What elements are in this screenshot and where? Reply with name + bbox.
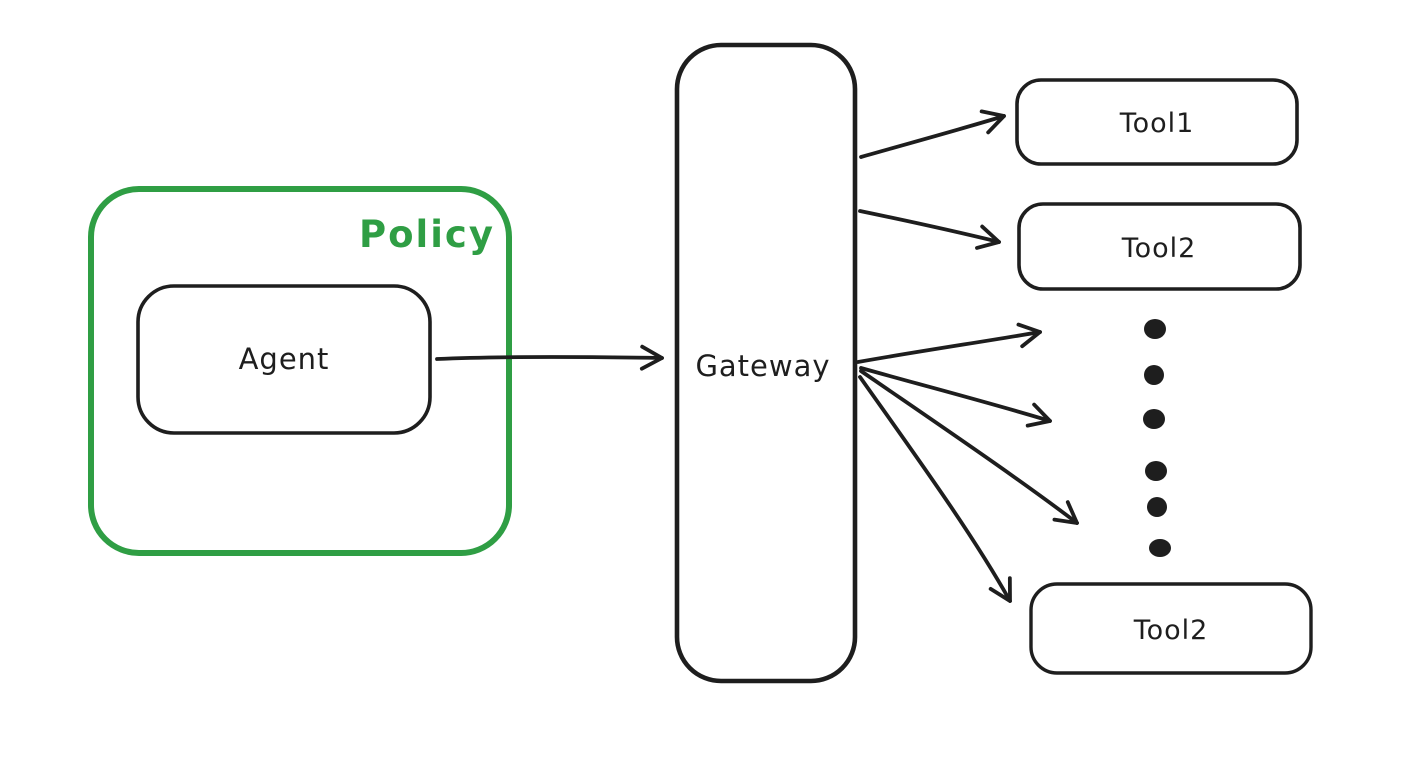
tool2-bottom-box [1029, 582, 1313, 675]
dot [1143, 409, 1165, 429]
gateway-box [674, 42, 858, 684]
tool1-label: Tool1 [1119, 108, 1195, 139]
arrow-gateway-fan-1 [856, 322, 1042, 364]
tool1-box [1015, 78, 1299, 166]
dot [1147, 497, 1167, 517]
dot [1149, 539, 1171, 557]
arrow-agent-to-gateway [435, 344, 664, 371]
policy-label: Policy [359, 213, 495, 256]
arrow-gateway-fan-3 [859, 369, 1079, 525]
arrow-gateway-to-tool2-bottom [858, 375, 1012, 603]
tool-nodes: Tool1 Tool2 Tool2 [1015, 78, 1313, 675]
tool2-box [1017, 202, 1302, 291]
policy-box [88, 186, 512, 556]
agent-label: Agent [239, 342, 330, 376]
dot [1145, 461, 1167, 481]
arrow-gateway-to-tool2 [858, 209, 1001, 250]
arrow-gateway-fan-2 [859, 366, 1052, 428]
arrow-gateway-to-tool1 [859, 109, 1006, 159]
gateway-group: Gateway [674, 42, 858, 684]
gateway-label: Gateway [695, 349, 830, 383]
tool2-bottom-label: Tool2 [1133, 615, 1209, 646]
agent-box [136, 284, 432, 435]
dot [1144, 319, 1166, 339]
dot [1144, 365, 1164, 385]
tool2-label: Tool2 [1121, 233, 1197, 264]
vertical-ellipsis-dots [1143, 319, 1171, 557]
policy-group: Policy Agent [88, 186, 512, 556]
arrows [435, 109, 1079, 603]
